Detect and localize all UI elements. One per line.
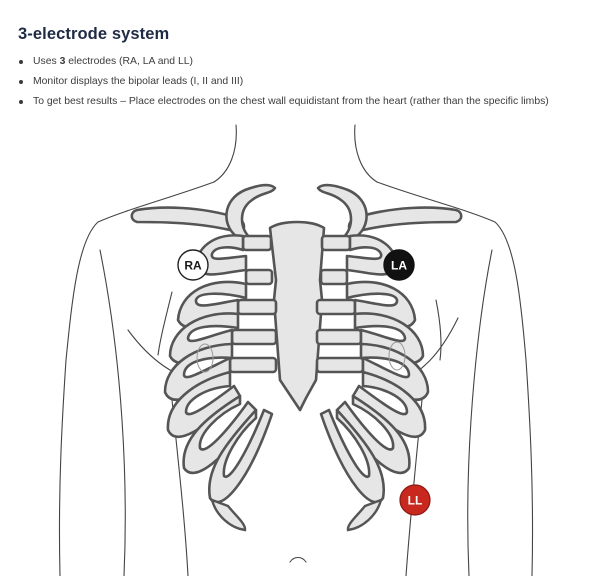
bullet-icon [19,100,23,104]
electrode-la: LA [383,249,415,281]
list-item: Monitor displays the bipolar leads (I, I… [18,72,549,92]
bullet-icon [19,80,23,84]
rib-cage [130,183,463,412]
chest-electrode-diagram: RA LA LL [58,124,534,576]
bullet-icon [19,60,23,64]
bullet-list: Uses 3 electrodes (RA, LA and LL) Monito… [18,52,549,112]
page-title: 3-electrode system [18,25,170,43]
ribs-left-side [319,234,430,504]
ribs-right-side [163,234,274,504]
list-item: Uses 3 electrodes (RA, LA and LL) [18,52,549,72]
lower-floating-ribs [196,341,406,532]
electrode-ra: RA [177,249,209,281]
electrode-ll: LL [399,484,431,516]
electrode-la-label: LA [391,259,407,273]
list-item: To get best results – Place electrodes o… [18,92,549,112]
torso-outline [58,124,534,576]
electrode-ll-label: LL [408,494,423,508]
electrode-ra-label: RA [184,259,202,273]
